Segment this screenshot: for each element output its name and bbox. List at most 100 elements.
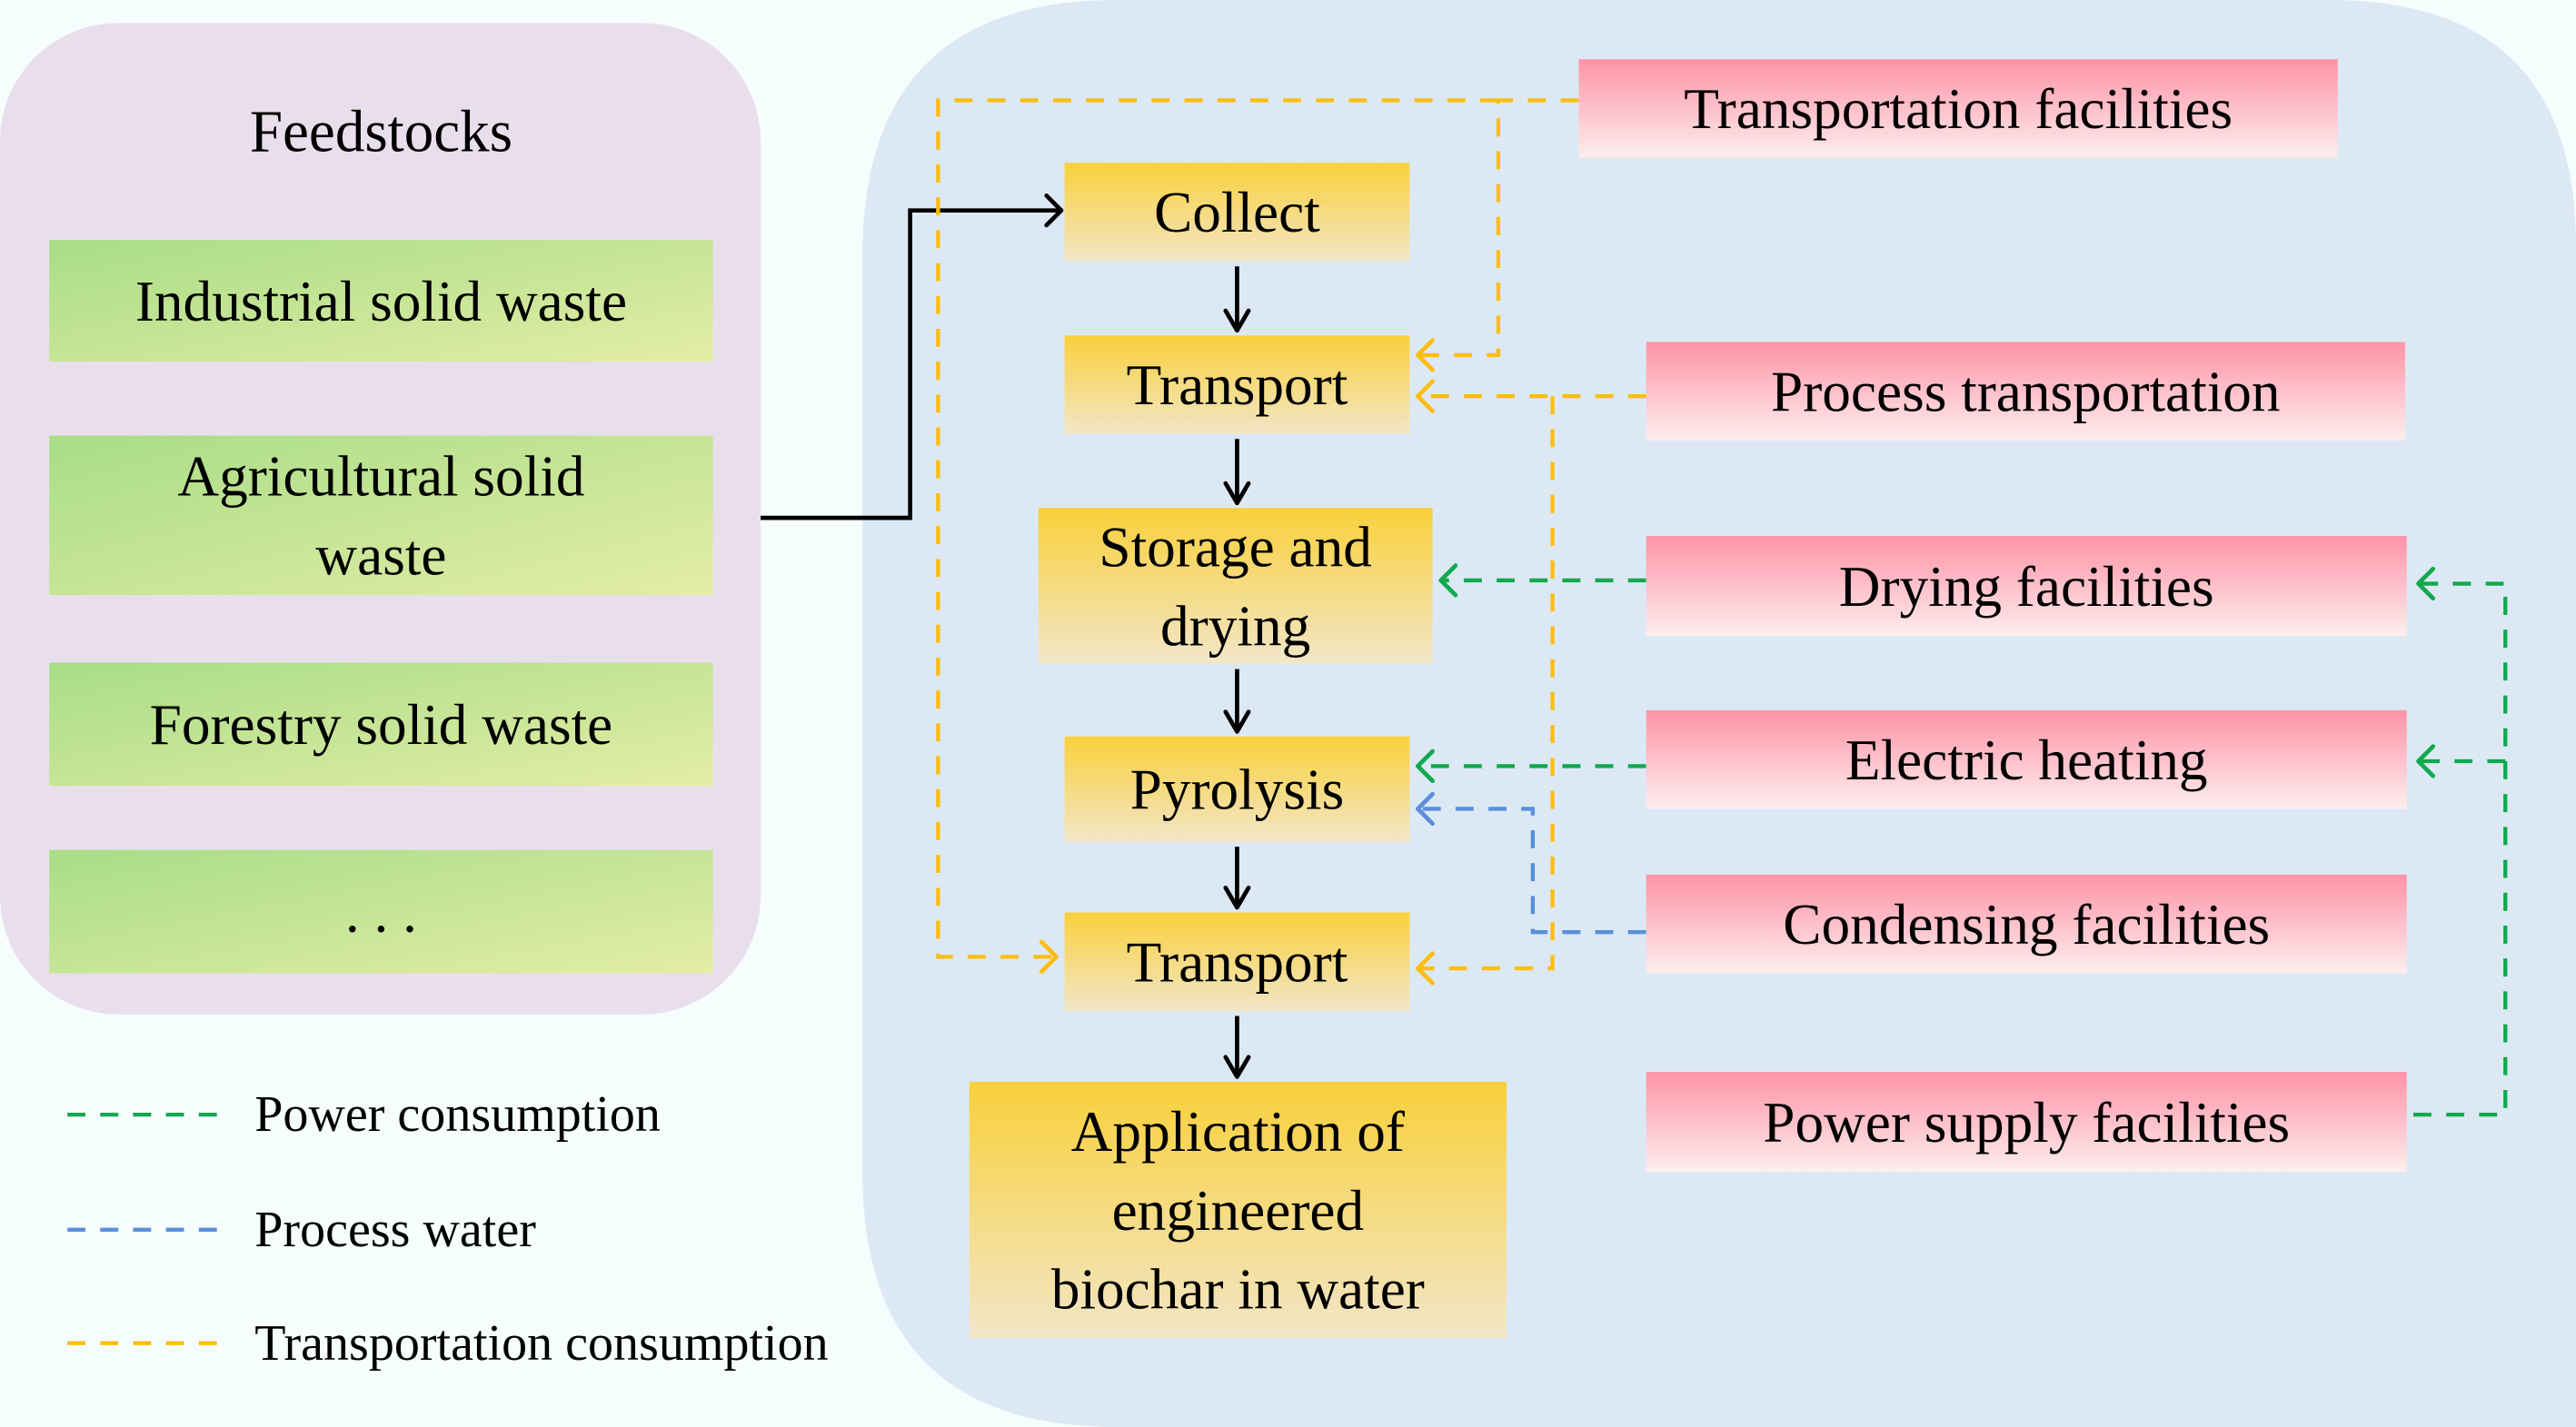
connector-transport2-to-application bbox=[1223, 1016, 1251, 1079]
connector-drying-to-storage bbox=[1438, 563, 1646, 598]
arrowhead-icon bbox=[2416, 566, 2436, 601]
connector-feedstocks-to-collect bbox=[761, 193, 1064, 520]
process-step-label: Transport bbox=[1127, 353, 1348, 417]
arrowhead-icon bbox=[1438, 563, 1458, 598]
process-step-application: Application of engineered biochar in water bbox=[969, 1081, 1507, 1339]
arrowhead-icon bbox=[1415, 379, 1435, 413]
transport-line bbox=[1417, 396, 1555, 971]
process-step-label: Application of bbox=[1071, 1100, 1406, 1164]
arrowhead-icon bbox=[1223, 709, 1251, 734]
process-step-transport2: Transport bbox=[1064, 912, 1410, 1012]
connector-process-transport-to-transport1 bbox=[1415, 379, 1646, 413]
feedstock-box bbox=[49, 662, 713, 787]
feedstock-box bbox=[49, 240, 713, 362]
process-step-collect: Collect bbox=[1064, 163, 1410, 262]
facility-label: Condensing facilities bbox=[1783, 893, 2270, 956]
process-step-box bbox=[1064, 163, 1410, 262]
feedstock-label: Industrial solid waste bbox=[135, 270, 627, 333]
arrowhead-icon bbox=[1415, 951, 1435, 986]
arrowhead-icon bbox=[1223, 481, 1251, 506]
arrowhead-icon bbox=[1415, 748, 1435, 784]
process-step-box bbox=[969, 1081, 1507, 1339]
connector-electric-to-pyrolysis bbox=[1415, 748, 1646, 784]
connector-power-to-drying bbox=[2413, 566, 2508, 1117]
process-step-box bbox=[1064, 912, 1410, 1012]
connector-collect-to-transport1 bbox=[1223, 266, 1251, 333]
process-step-label: Collect bbox=[1154, 181, 1320, 244]
facility-box bbox=[1578, 59, 2338, 158]
facility-label: Power supply facilities bbox=[1763, 1091, 2290, 1154]
facility-power_supply: Power supply facilities bbox=[1646, 1072, 2407, 1173]
connector-pyrolysis-to-transport2 bbox=[1223, 847, 1251, 910]
process-step-label: engineered bbox=[1112, 1179, 1364, 1243]
arrowhead-icon bbox=[1039, 939, 1059, 975]
facility-label: Process transportation bbox=[1771, 360, 2280, 423]
facility-box bbox=[1646, 709, 2407, 809]
arrowhead-icon bbox=[1223, 1055, 1251, 1079]
feedstock-box bbox=[49, 849, 713, 974]
feedstocks-title: Feedstocks bbox=[250, 99, 512, 164]
connector-transport1-to-storage bbox=[1223, 439, 1251, 506]
process-step-transport1: Transport bbox=[1064, 335, 1410, 434]
process-step-storage: Storage and drying bbox=[1038, 508, 1433, 665]
legend-item-water: Process water bbox=[67, 1202, 536, 1258]
feedstock-item: Agricultural solid waste bbox=[49, 435, 713, 596]
facility-box bbox=[1646, 342, 2405, 441]
process-step-pyrolysis: Pyrolysis bbox=[1064, 736, 1410, 842]
process-step-label: biochar in water bbox=[1051, 1258, 1425, 1322]
feedstock-label: waste bbox=[315, 524, 446, 588]
connector-process-transport-to-transport2 bbox=[1415, 396, 1555, 986]
power-line bbox=[2413, 581, 2508, 1117]
connectors bbox=[761, 98, 2508, 1117]
facility-box bbox=[1646, 874, 2407, 974]
arrowhead-icon bbox=[1415, 791, 1435, 827]
water-line bbox=[1417, 807, 1646, 935]
process-step-box bbox=[1064, 335, 1410, 434]
process-step-label: Storage and bbox=[1099, 515, 1371, 579]
process-step-box bbox=[1038, 508, 1433, 665]
facility-box bbox=[1646, 1072, 2407, 1173]
feedstock-label: Forestry solid waste bbox=[150, 693, 613, 757]
arrowhead-icon bbox=[1223, 308, 1251, 333]
facility-electric: Electric heating bbox=[1646, 709, 2407, 809]
connector-condensing-to-pyrolysis bbox=[1415, 791, 1646, 935]
connector-transportation-to-transport1 bbox=[1415, 98, 1579, 372]
feedstock-item: Industrial solid waste bbox=[49, 240, 713, 362]
connector-power-to-electric bbox=[2416, 744, 2506, 778]
facility-label: Drying facilities bbox=[1839, 555, 2214, 619]
facility-drying: Drying facilities bbox=[1646, 536, 2407, 637]
feedstock-label: Agricultural solid bbox=[177, 445, 584, 509]
feedstock-item: . . . bbox=[49, 849, 713, 974]
arrowhead-icon bbox=[1415, 338, 1435, 372]
arrowhead-icon bbox=[1223, 885, 1251, 910]
transport-line bbox=[1417, 98, 1579, 358]
feedstock-box bbox=[49, 435, 713, 596]
facility-label: Transportation facilities bbox=[1684, 77, 2233, 141]
facility-process_transport: Process transportation bbox=[1646, 342, 2405, 441]
process-step-label: drying bbox=[1160, 594, 1310, 658]
arrowhead-icon bbox=[1044, 193, 1064, 228]
legend-label: Process water bbox=[254, 1202, 536, 1258]
legend-label: Power consumption bbox=[254, 1086, 661, 1143]
facility-transportation: Transportation facilities bbox=[1578, 59, 2338, 158]
facility-condensing: Condensing facilities bbox=[1646, 874, 2407, 974]
legend-item-power: Power consumption bbox=[67, 1086, 661, 1143]
process-step-box bbox=[1064, 736, 1410, 842]
facility-box bbox=[1646, 536, 2407, 637]
feedstock-label: . . . bbox=[345, 880, 417, 944]
transport-line bbox=[936, 98, 1498, 959]
legend-item-transport: Transportation consumption bbox=[67, 1315, 829, 1372]
flow-line bbox=[761, 208, 1061, 520]
arrowhead-icon bbox=[2416, 744, 2436, 778]
legend-label: Transportation consumption bbox=[254, 1315, 828, 1372]
process-step-label: Pyrolysis bbox=[1130, 758, 1345, 821]
process-step-label: Transport bbox=[1127, 930, 1348, 994]
connector-transportation-to-transport2 bbox=[936, 98, 1498, 975]
feedstock-item: Forestry solid waste bbox=[49, 662, 713, 787]
facility-label: Electric heating bbox=[1845, 728, 2208, 792]
